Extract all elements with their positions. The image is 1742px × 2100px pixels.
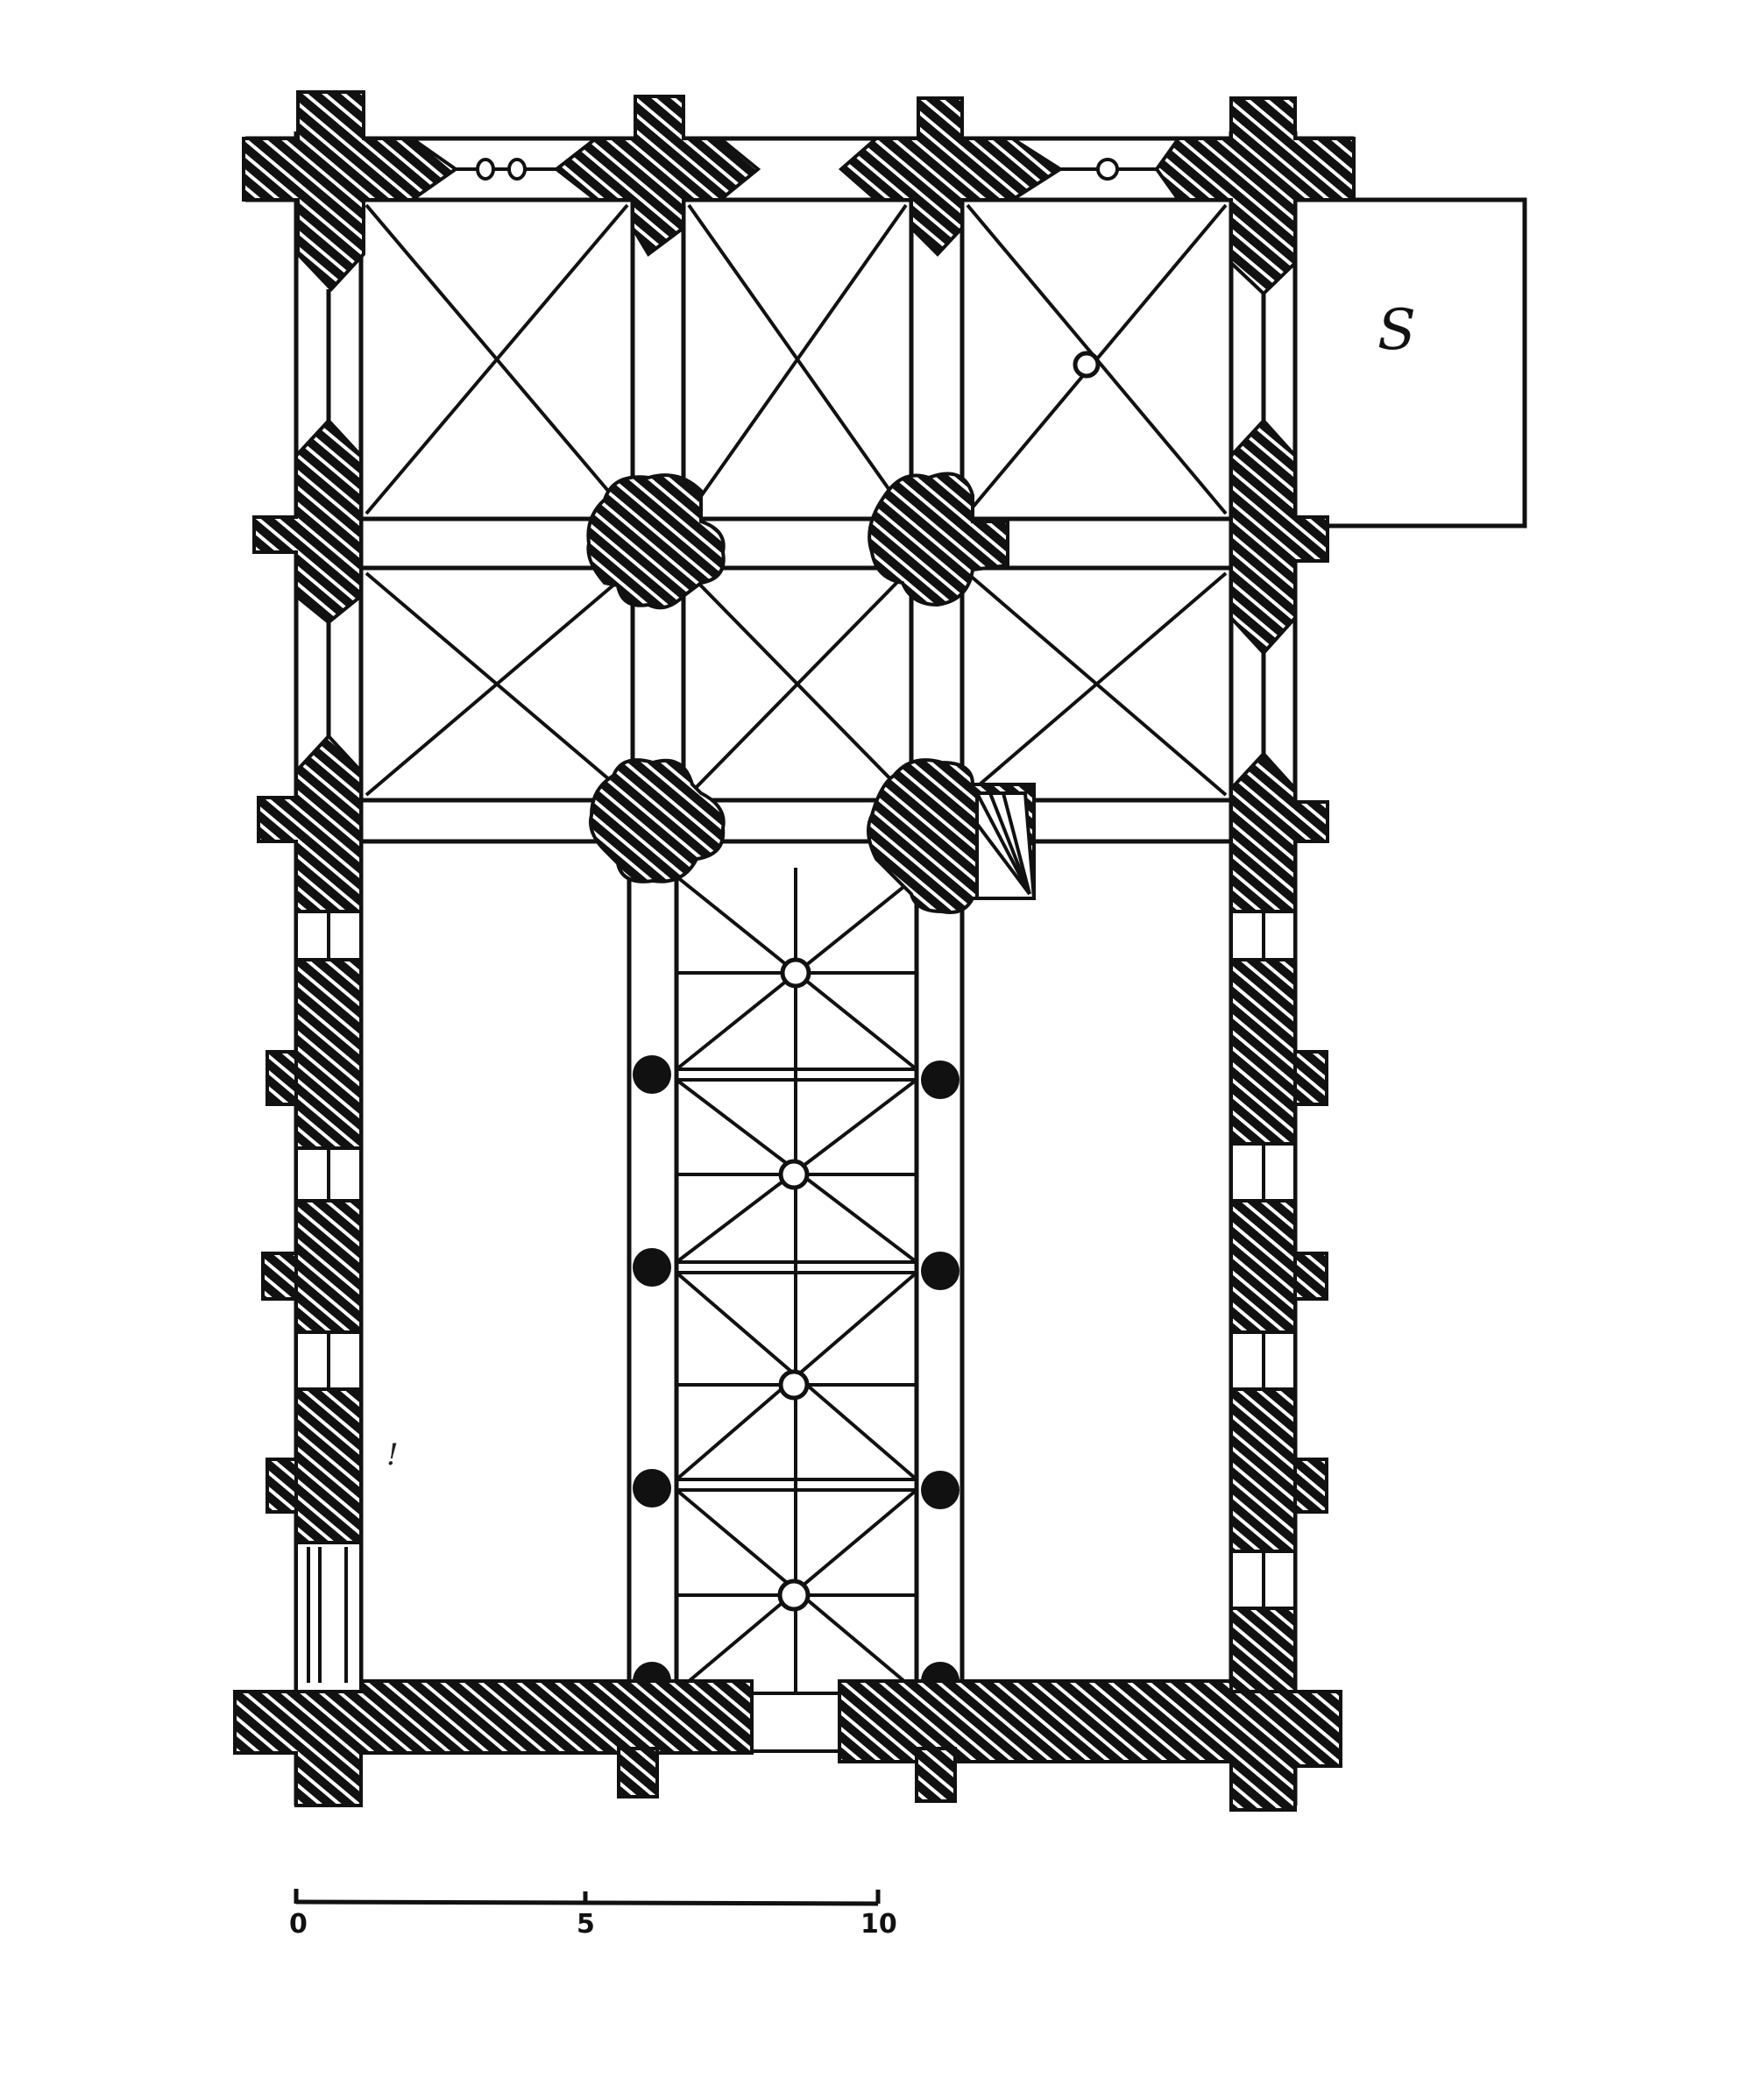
windows [294,910,1297,1693]
annex-s [1295,197,1527,529]
vault-boss [1073,351,1101,379]
west-door [750,1692,841,1753]
scale-tick-10: 10 [860,1909,897,1940]
marginal-mark: ! [386,1437,399,1472]
scale-bar [294,1889,881,1906]
nave-bosses [777,957,811,1612]
scale-tick-0: 0 [289,1909,308,1940]
stair [975,791,1037,900]
vault-ribs [365,203,1228,797]
scale-tick-5: 5 [577,1909,595,1940]
nave-vaults [675,868,918,1693]
north-openings [456,158,1157,181]
annex-label: S [1377,298,1416,363]
